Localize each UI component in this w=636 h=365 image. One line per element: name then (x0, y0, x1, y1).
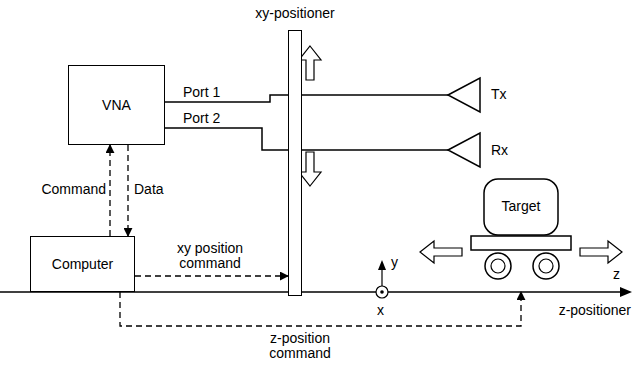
command-connector (120, 292, 521, 326)
right-motion-arrow (580, 241, 622, 263)
x-axis-dot (380, 290, 384, 294)
positioner-bar: xy-positioner (288, 30, 302, 296)
port2-cable (165, 128, 448, 150)
node-label: Computer (52, 256, 113, 272)
connector-label: z-position command (255, 331, 345, 361)
rx-horn-antenna (448, 133, 480, 167)
part-label: Tx (490, 86, 508, 102)
node-label: VNA (102, 97, 131, 113)
command-connector (109, 145, 110, 236)
up-motion-arrow (299, 46, 321, 80)
part-label: Port 1 (182, 84, 221, 100)
node-label: Target (502, 198, 541, 214)
cart-outline (470, 178, 572, 292)
left-motion-arrow (420, 241, 462, 263)
computer-box: Computer (30, 236, 135, 292)
part-label: y (390, 254, 399, 270)
part-label: z (612, 266, 621, 282)
connector-label: Command (41, 182, 106, 197)
z-axis-arrowhead (620, 287, 632, 297)
node-label: xy-positioner (255, 5, 334, 21)
part-label: z-positioner (558, 302, 632, 318)
instrument-box: VNA (68, 65, 165, 145)
connector-label: Data (134, 182, 164, 197)
tx-horn-antenna (448, 78, 480, 112)
x-axis-symbol (376, 286, 388, 298)
connector-label: xy position command (160, 241, 260, 271)
command-connector (127, 145, 128, 236)
down-motion-arrow (299, 152, 321, 186)
command-connector (135, 275, 288, 276)
y-axis-line (381, 268, 382, 286)
part-label: Rx (490, 142, 509, 158)
part-label: Port 2 (182, 110, 221, 126)
target-cart: Target (470, 178, 572, 292)
y-axis-arrowhead (378, 260, 386, 270)
part-label: x (376, 302, 385, 318)
